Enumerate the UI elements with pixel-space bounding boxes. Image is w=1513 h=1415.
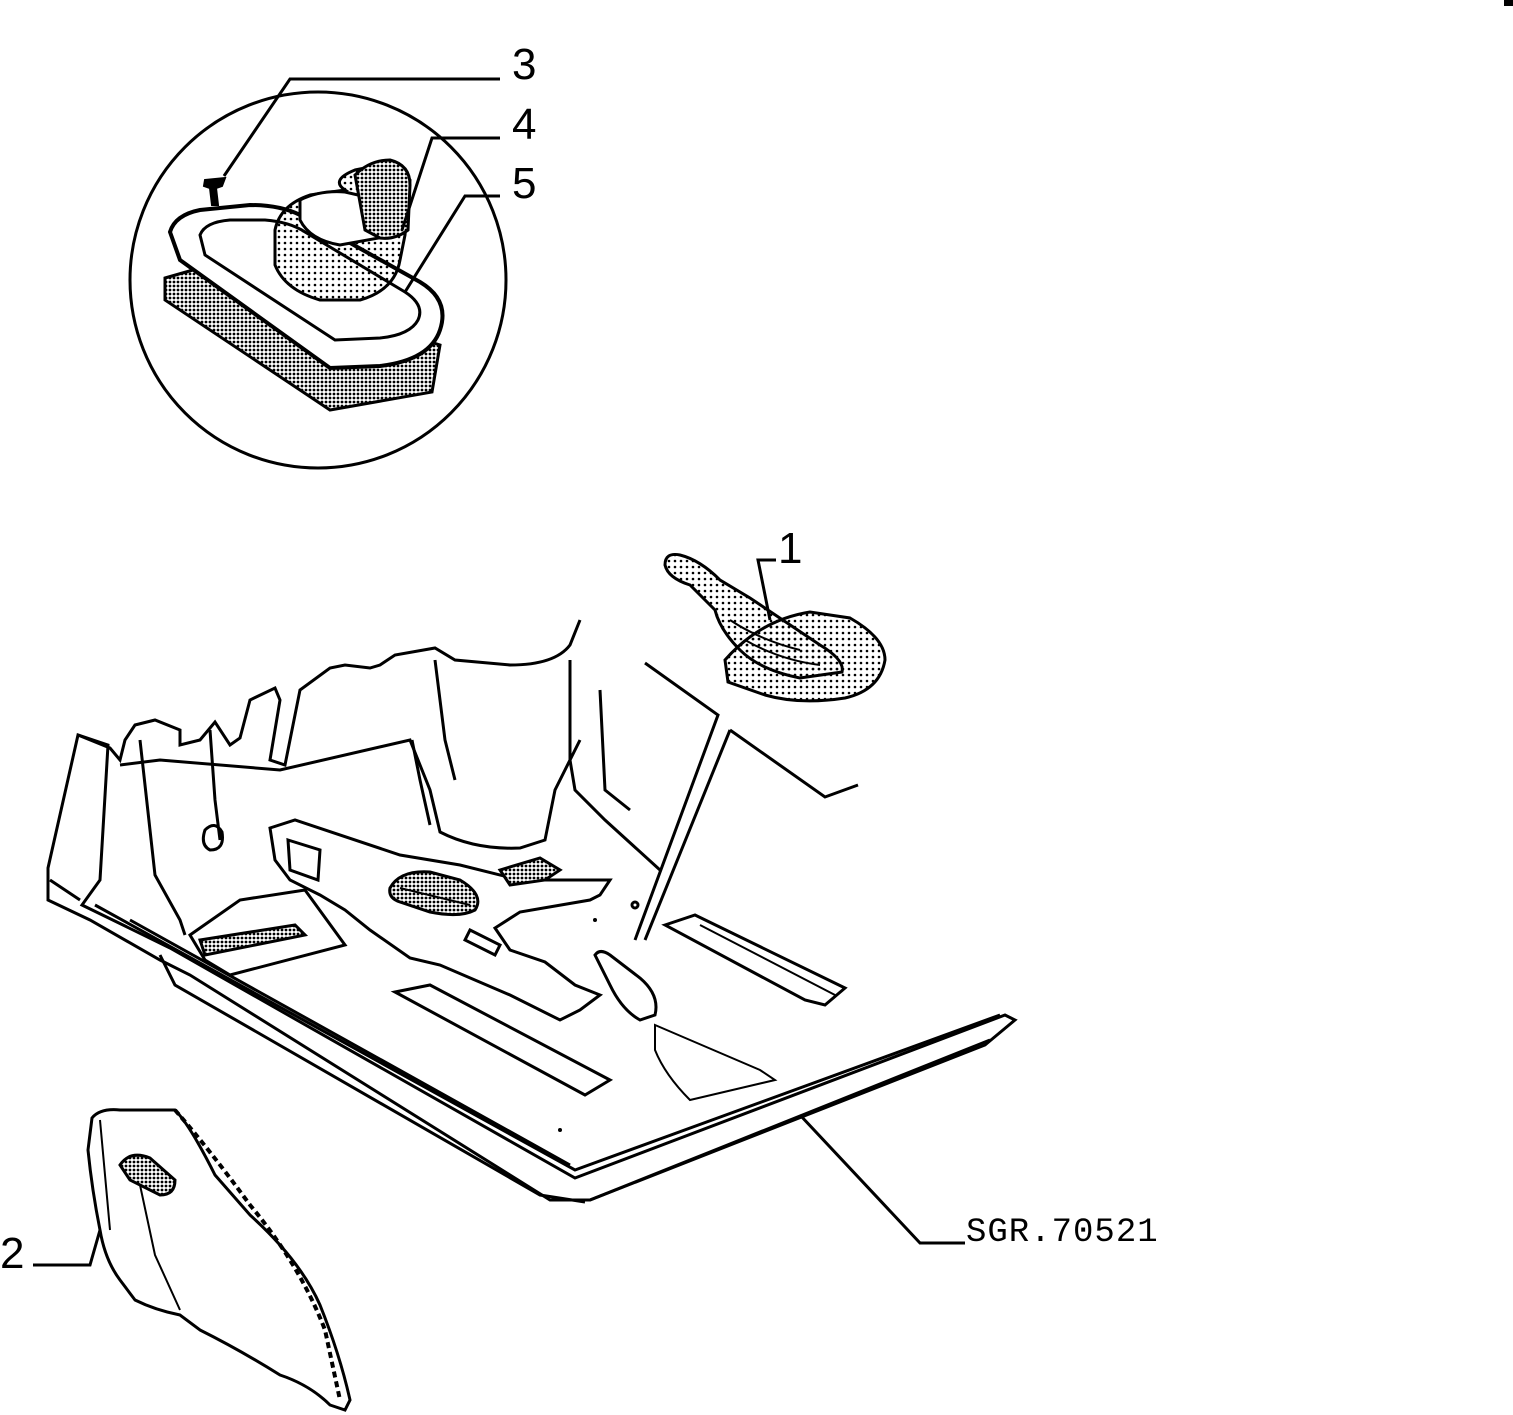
floor-pan	[46, 619, 1018, 1204]
corner-mark	[1504, 0, 1513, 6]
detail-circle	[128, 90, 508, 470]
shift-boot-part	[663, 553, 887, 703]
callout-1: 1	[778, 524, 803, 573]
side-panel-part	[86, 1108, 352, 1412]
reference-code: SGR.70521	[966, 1214, 1159, 1252]
leader-lines-detail	[222, 77, 500, 293]
leader-line-1	[756, 558, 776, 621]
leader-line-reference	[798, 1113, 965, 1245]
callout-4: 4	[512, 100, 537, 149]
leader-line-2	[33, 1229, 102, 1267]
callout-5: 5	[512, 159, 537, 208]
callout-2: 2	[0, 1229, 25, 1278]
callout-3: 3	[512, 40, 537, 89]
